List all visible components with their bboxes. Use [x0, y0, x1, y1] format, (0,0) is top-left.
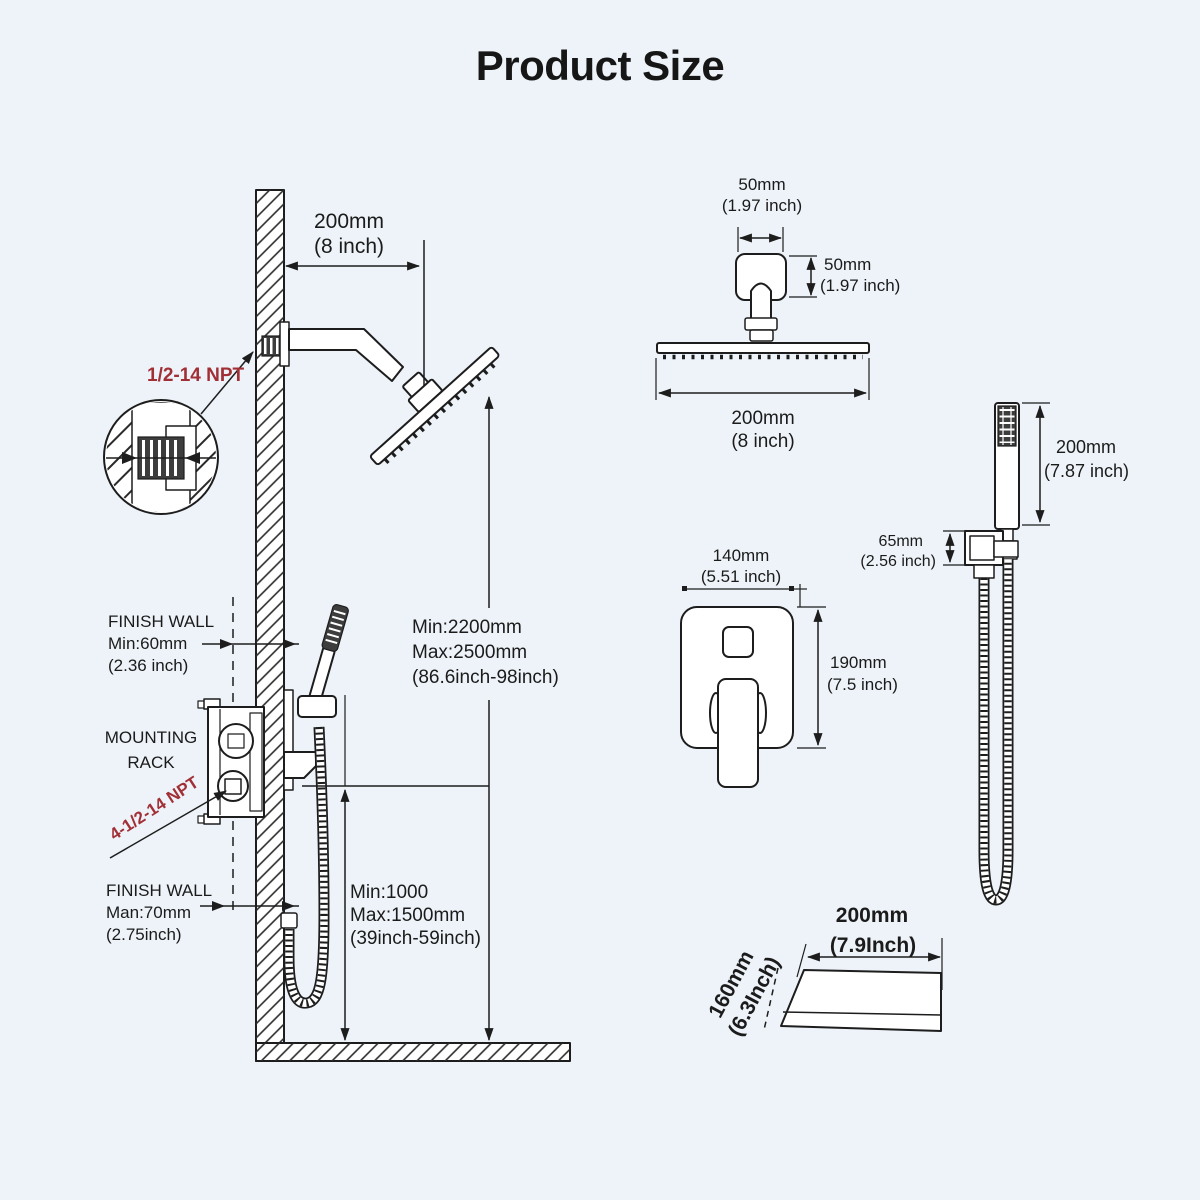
head-side-height-mm: 50mm	[824, 255, 871, 274]
hand-shower-view: 200mm (7.87 inch) 65mm (2.56 inch)	[860, 402, 1129, 906]
finish-wall-bottom-dimension: FINISH WALL Man:70mm (2.75inch)	[106, 881, 299, 944]
wand-length-inch: (7.87 inch)	[1044, 461, 1129, 481]
head-face-width-mm: 200mm	[731, 408, 794, 429]
mounting-rack-line2: RACK	[127, 753, 175, 772]
valve-handle	[717, 678, 759, 788]
head-side-height-inch: (1.97 inch)	[820, 276, 900, 295]
head-height-max: Max:2500mm	[412, 642, 527, 663]
page-title: Product Size	[475, 42, 725, 89]
arm-thread-label: 1/2-14 NPT	[147, 365, 245, 386]
npt-detail-callout: 1/2-14 NPT	[103, 351, 254, 515]
hand-shower-on-wall	[280, 604, 349, 1009]
finish-wall-top-title: FINISH WALL	[108, 612, 214, 631]
holder-size-mm: 65mm	[879, 533, 923, 550]
spout-body	[780, 969, 942, 1032]
head-top-width-inch: (1.97 inch)	[722, 196, 802, 215]
shower-arm	[261, 321, 404, 382]
installation-side-view: 1/2-14 NPT 200mm (8 inch) Min:2200mm Max…	[103, 189, 571, 1062]
shower-hose	[280, 726, 330, 1009]
finish-wall-bottom-title: FINISH WALL	[106, 881, 212, 900]
mounting-rack-line1: MOUNTING	[105, 728, 198, 747]
mounting-rack-drawing	[197, 698, 265, 825]
outlet-height-min: Min:1000	[350, 882, 428, 903]
valve-trim-view: 140mm (5.51 inch) 190mm (7.5 inch)	[680, 546, 898, 788]
floor-section	[255, 1042, 571, 1062]
valve-thread-label: 4-1/2-14 NPT	[106, 772, 202, 844]
valve-width-inch: (5.51 inch)	[701, 567, 781, 586]
holder-size-inch: (2.56 inch)	[860, 553, 936, 570]
valve-width-mm: 140mm	[713, 546, 770, 565]
outlet-height-inch: (39inch-59inch)	[350, 928, 481, 949]
hand-shower-hose	[978, 559, 1014, 906]
head-top-width-mm: 50mm	[738, 175, 785, 194]
finish-wall-top-dimension: FINISH WALL Min:60mm (2.36 inch)	[108, 612, 299, 675]
shower-head-view: 50mm (1.97 inch) 50mm (1.97 inch) 200mm …	[655, 175, 900, 452]
head-height-dimension: Min:2200mm Max:2500mm (86.6inch-98inch)	[412, 395, 559, 1042]
spout-length-mm: 200mm	[836, 904, 908, 927]
wall-section	[255, 189, 285, 1062]
spout-view: 200mm (7.9Inch) 160mm (6.3Inch)	[704, 904, 943, 1040]
head-height-inch: (86.6inch-98inch)	[412, 667, 559, 688]
wand-length-mm: 200mm	[1056, 437, 1116, 457]
arm-projection-dimension: 200mm (8 inch)	[284, 210, 425, 386]
arm-dim-mm: 200mm	[314, 210, 384, 233]
spout-length-inch: (7.9Inch)	[830, 934, 916, 957]
valve-height-inch: (7.5 inch)	[827, 675, 898, 694]
outlet-height-max: Max:1500mm	[350, 905, 465, 926]
head-face-plate	[656, 342, 870, 354]
arm-dim-inch: (8 inch)	[314, 235, 384, 258]
finish-wall-top-mm: Min:60mm	[108, 634, 187, 653]
finish-wall-bottom-mm: Man:70mm	[106, 903, 191, 922]
finish-wall-top-inch: (2.36 inch)	[108, 656, 188, 675]
mounting-rack-label: MOUNTING RACK	[105, 728, 198, 772]
finish-wall-bottom-inch: (2.75inch)	[106, 925, 182, 944]
valve-height-mm: 190mm	[830, 653, 887, 672]
outlet-height-dimension: Min:1000 Max:1500mm (39inch-59inch)	[302, 695, 489, 1042]
head-face-width-inch: (8 inch)	[731, 431, 794, 452]
diverter-button	[722, 626, 754, 658]
head-arm-arch	[750, 282, 772, 318]
head-height-min: Min:2200mm	[412, 617, 522, 638]
